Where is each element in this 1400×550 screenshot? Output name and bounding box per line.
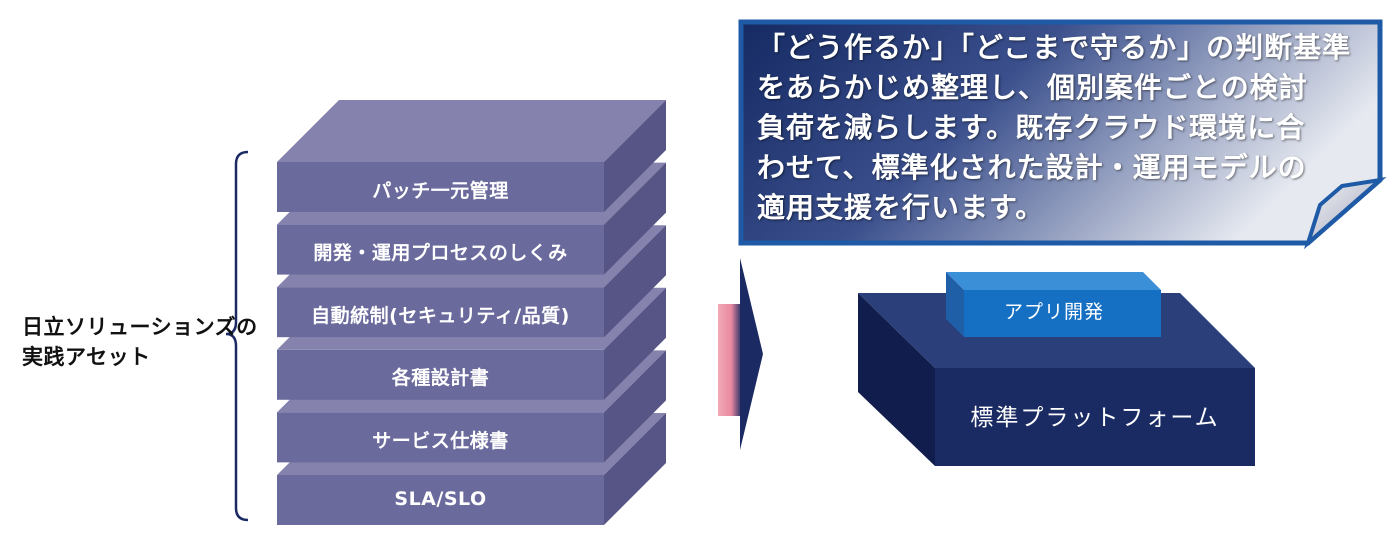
curly-bracket [225,150,249,522]
layer-front-face [277,349,604,400]
callout-line-5: 適用支援を行います。 [757,191,1045,224]
flow-arrow [718,258,763,450]
layer-side-face [604,162,666,275]
layer-front-face [277,224,604,275]
stack-layer [277,100,666,212]
assets-label-line-2: 実践アセット [22,345,151,369]
layer-top-face [277,100,666,162]
assets-label-line-1: 日立ソリューションズの [22,315,258,339]
callout-line-4: わせて、標準化された設計・運用モデルの [757,151,1307,184]
layer-side-face [604,413,666,525]
platform-label: 標準プラットフォーム [970,405,1220,431]
layer-side-face [604,350,666,463]
callout-line-3: 負荷を減らします。既存クラウド環境に合 [757,111,1306,144]
layer-label-design-docs: 各種設計書 [391,367,490,389]
assets-label: 日立ソリューションズの 実践アセット [22,312,258,372]
app-development-block [946,272,1161,337]
layer-front-face [277,162,604,212]
callout-line-2: をあらかじめ整理し、個別案件ごとの検討 [757,71,1308,104]
layer-front-face [277,412,604,463]
layer-side-face [604,100,666,212]
layer-label-service-spec: サービス仕様書 [372,430,509,452]
layer-front-face [277,475,604,525]
layer-side-face [604,287,666,400]
callout-text: 「どう作るか」「どこまで守るか」の判断基準 をあらかじめ整理し、個別案件ごとの検… [757,28,1362,228]
layer-label-process: 開発・運用プロセスのしくみ [313,242,568,264]
layer-label-sla: SLA/SLO [394,488,487,510]
callout-line-1: 「どう作るか」「どこまで守るか」の判断基準 [757,31,1352,64]
callout-box [738,19,1387,250]
layer-label-governance: 自動統制(セキュリティ/品質) [311,305,570,327]
layer-side-face [604,225,666,338]
layer-label-patch: パッチ一元管理 [372,180,509,202]
asset-layer-stack [277,100,666,525]
layer-front-face [277,287,604,338]
app-block-label: アプリ開発 [1003,301,1104,323]
